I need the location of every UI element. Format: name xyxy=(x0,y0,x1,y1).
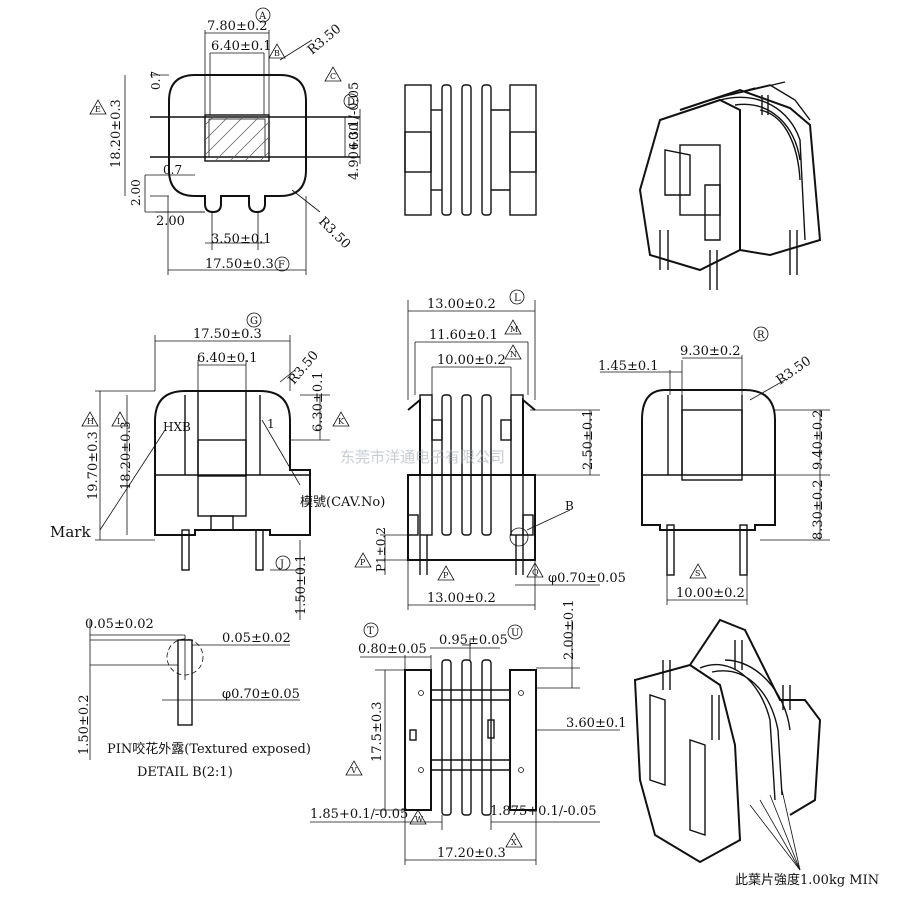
front-view: 17.50±0.3 6.40±0.1 R3.50 6.30±0.1 19.70±… xyxy=(50,312,385,620)
bottom-dim-080: 0.80±0.05 xyxy=(358,642,427,657)
front-mark: Mark xyxy=(50,523,91,541)
top-dim-07a: 0.7 xyxy=(149,71,163,90)
right-dim-930: 9.30±0.2 xyxy=(680,344,741,359)
top-dim-200b: 2.00 xyxy=(156,214,185,229)
detail-dim-070: φ0.70±0.05 xyxy=(222,687,300,702)
top-dim-f: 17.50±0.3 xyxy=(205,257,274,272)
right-dim-940: 9.40±0.2 xyxy=(811,409,826,470)
right-view: 9.30±0.2 1.45±0.1 R3.50 9.40±0.2 8.30±0.… xyxy=(598,326,830,605)
marker-t: T xyxy=(367,626,374,637)
watermark: 东莞市洋通电子有限公司 xyxy=(340,448,505,466)
detail-b: 0.05±0.02 0.05±0.02 φ0.70±0.05 1.50±0.2 … xyxy=(77,617,311,780)
side-top-view xyxy=(404,84,537,216)
side-dim-p: P1±0.2 xyxy=(374,527,388,572)
right-dim-145: 1.45±0.1 xyxy=(598,359,659,374)
detail-caption-2: DETAIL B(2:1) xyxy=(137,765,233,780)
side-dim-n: 10.00±0.2 xyxy=(437,353,506,368)
side-dim-1300b: 13.00±0.2 xyxy=(427,591,496,606)
bottom-dim-1720: 17.20±0.3 xyxy=(437,846,506,861)
detail-caption-1: PIN咬花外露(Textured exposed) xyxy=(107,741,311,757)
marker-q: Q xyxy=(532,568,539,577)
front-hxb: HXB xyxy=(163,420,191,434)
front-dim-h: 19.70±0.3 xyxy=(86,431,101,500)
detail-dim-150: 1.50±0.2 xyxy=(77,694,92,755)
top-dim-r350: R3.50 xyxy=(315,214,353,252)
marker-w: W xyxy=(415,815,424,824)
side-detail-b: B xyxy=(565,499,574,513)
marker-b: B xyxy=(274,49,280,58)
side-dim-q: φ0.70±0.05 xyxy=(548,571,626,586)
top-dim-200a: 2.00 xyxy=(129,179,143,206)
top-view: 7.80±0.2 6.40±0.1 R3.50 4.90+0.1/-0.05 6… xyxy=(89,7,362,275)
bottom-dim-185: 1.85+0.1/-0.05 xyxy=(310,807,408,822)
marker-h: H xyxy=(87,417,94,426)
side-view: 13.00±0.2 11.60±0.1 10.00±0.2 2.50±0.1 B… xyxy=(354,289,626,610)
marker-n: N xyxy=(510,350,517,359)
front-dim-i: 18.20±0.3 xyxy=(119,421,134,490)
right-dim-830: 8.30±0.2 xyxy=(811,479,826,540)
right-dim-1000: 10.00±0.2 xyxy=(676,586,745,601)
front-cav-number: 1 xyxy=(267,417,275,431)
bottom-view: 0.80±0.05 0.95±0.05 2.00±0.1 17.5±0.3 3.… xyxy=(310,599,627,865)
marker-a: A xyxy=(258,11,267,22)
top-dim-a: 7.80±0.2 xyxy=(207,19,268,34)
marker-f: F xyxy=(278,260,285,271)
side-dim-l: 13.00±0.2 xyxy=(427,297,496,312)
front-dim-640: 6.40±0.1 xyxy=(197,351,258,366)
side-dim-250: 2.50±0.1 xyxy=(581,409,596,470)
marker-p: P xyxy=(443,571,449,580)
top-dim-07b: 0.7 xyxy=(163,163,182,177)
detail-dim-005a: 0.05±0.02 xyxy=(85,617,154,632)
marker-r: R xyxy=(757,330,765,341)
top-dim-d2: 6.30 xyxy=(347,123,361,150)
marker-p-left: P xyxy=(360,558,366,567)
front-dim-150: 1.50±0.1 xyxy=(294,554,309,615)
front-dim-630: 6.30±0.1 xyxy=(311,371,326,432)
detail-dim-005b: 0.05±0.02 xyxy=(222,631,291,646)
marker-c: C xyxy=(330,72,336,81)
marker-g: G xyxy=(250,316,258,327)
right-dim-r350: R3.50 xyxy=(774,354,814,389)
marker-k: K xyxy=(338,417,345,426)
bottom-dim-175: 17.5±0.3 xyxy=(370,701,385,762)
top-dim-b: 6.40±0.1 xyxy=(211,39,272,54)
front-cav-label: 模號(CAV.No) xyxy=(300,495,385,510)
top-dim-d: 4.90+0.1/-0.05 xyxy=(347,82,362,180)
marker-u: U xyxy=(511,628,519,639)
marker-l: L xyxy=(514,293,521,304)
marker-s: S xyxy=(695,569,700,578)
marker-i: I xyxy=(117,417,120,426)
top-dim-c: R3.50 xyxy=(305,22,344,58)
bottom-dim-1875: 1.875+0.1/-0.05 xyxy=(490,804,597,819)
iso-view-bottom: 此葉片強度1.00kg MIN xyxy=(633,618,879,888)
side-dim-m: 11.60±0.1 xyxy=(429,328,498,343)
top-dim-e: 18.20±0.3 xyxy=(109,99,124,168)
bottom-dim-360: 3.60±0.1 xyxy=(566,716,627,731)
marker-v: V xyxy=(350,766,357,775)
marker-e: E xyxy=(95,105,101,114)
marker-x: X xyxy=(511,838,517,847)
bottom-dim-200: 2.00±0.1 xyxy=(562,599,577,660)
top-dim-350: 3.50±0.1 xyxy=(211,232,272,247)
marker-m: M xyxy=(510,325,518,334)
front-dim-g: 17.50±0.3 xyxy=(193,327,262,342)
blade-strength-note: 此葉片強度1.00kg MIN xyxy=(735,872,879,888)
marker-j: J xyxy=(279,559,284,570)
marker-d: D xyxy=(347,97,355,108)
iso-view-top xyxy=(638,81,822,290)
bottom-dim-095: 0.95±0.05 xyxy=(439,633,508,648)
